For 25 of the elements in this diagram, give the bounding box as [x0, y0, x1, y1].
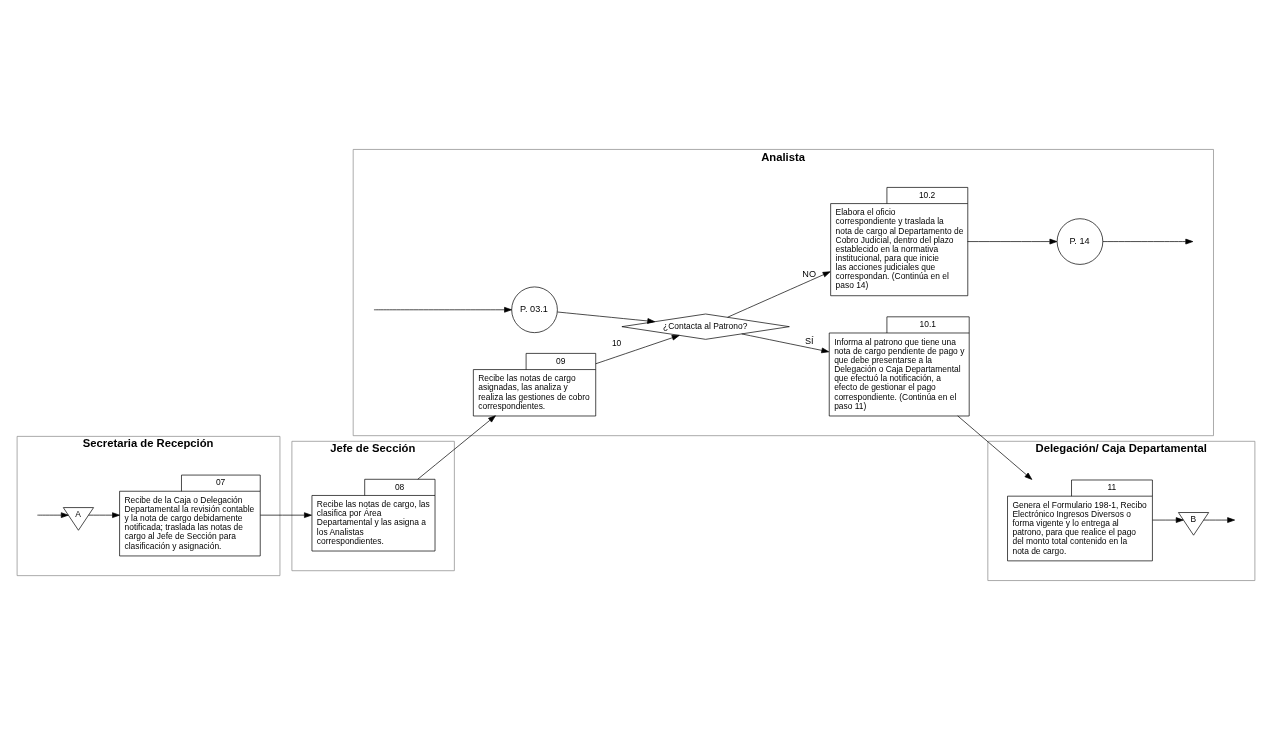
arrow [595, 334, 680, 364]
node-label: 10 [611, 337, 622, 348]
node-label: 09 [555, 355, 566, 366]
arrow [741, 333, 830, 353]
arrow [88, 511, 120, 518]
node-label: 08 [394, 481, 405, 492]
arrow [373, 306, 512, 313]
arrow [37, 511, 69, 518]
arrow [417, 414, 496, 480]
node-label: 07 [215, 476, 226, 487]
edge-label: NO [802, 268, 817, 279]
node-label: 10.2 [918, 189, 936, 200]
node-label: 11 [1107, 481, 1117, 492]
edge-label: SÍ [804, 335, 814, 346]
arrow [260, 511, 312, 518]
arrow [1203, 516, 1235, 523]
node-circle: P. 14 [1056, 217, 1104, 265]
arrow [727, 270, 831, 318]
arrow [957, 415, 1033, 480]
arrow [1102, 238, 1194, 244]
arrow [1152, 516, 1184, 523]
arrow [557, 311, 656, 324]
arrow [967, 238, 1058, 244]
node-circle: P. 03.1 [511, 286, 558, 333]
node-label: 10.1 [919, 318, 937, 329]
